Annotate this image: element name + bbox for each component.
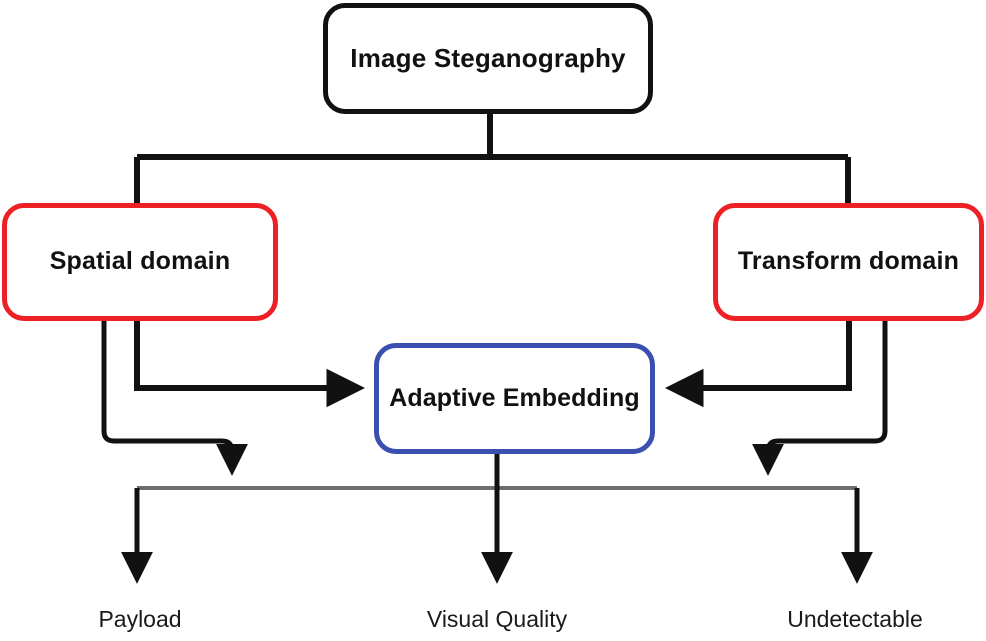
node-transform-domain[interactable]: Transform domain [713,203,984,321]
outcome-label-visual-quality: Visual Quality [426,606,568,632]
node-image-steganography[interactable]: Image Steganography [323,3,653,114]
node-image-steganography-label: Image Steganography [350,43,626,74]
node-spatial-domain[interactable]: Spatial domain [2,203,278,321]
connector-spatial-to-outcome-bus [101,318,249,476]
node-transform-domain-label: Transform domain [737,247,960,276]
connector-spatial-to-adaptive [134,318,365,408]
connector-transform-to-adaptive [665,318,852,408]
outcome-label-undetectable: Undetectable [787,606,923,632]
connector-transform-to-outcome-bus [751,318,888,476]
node-adaptive-embedding[interactable]: Adaptive Embedding [374,343,655,454]
outcome-label-payload: Payload [98,606,182,632]
node-adaptive-embedding-label: Adaptive Embedding [389,383,640,412]
node-spatial-domain-label: Spatial domain [49,247,231,276]
